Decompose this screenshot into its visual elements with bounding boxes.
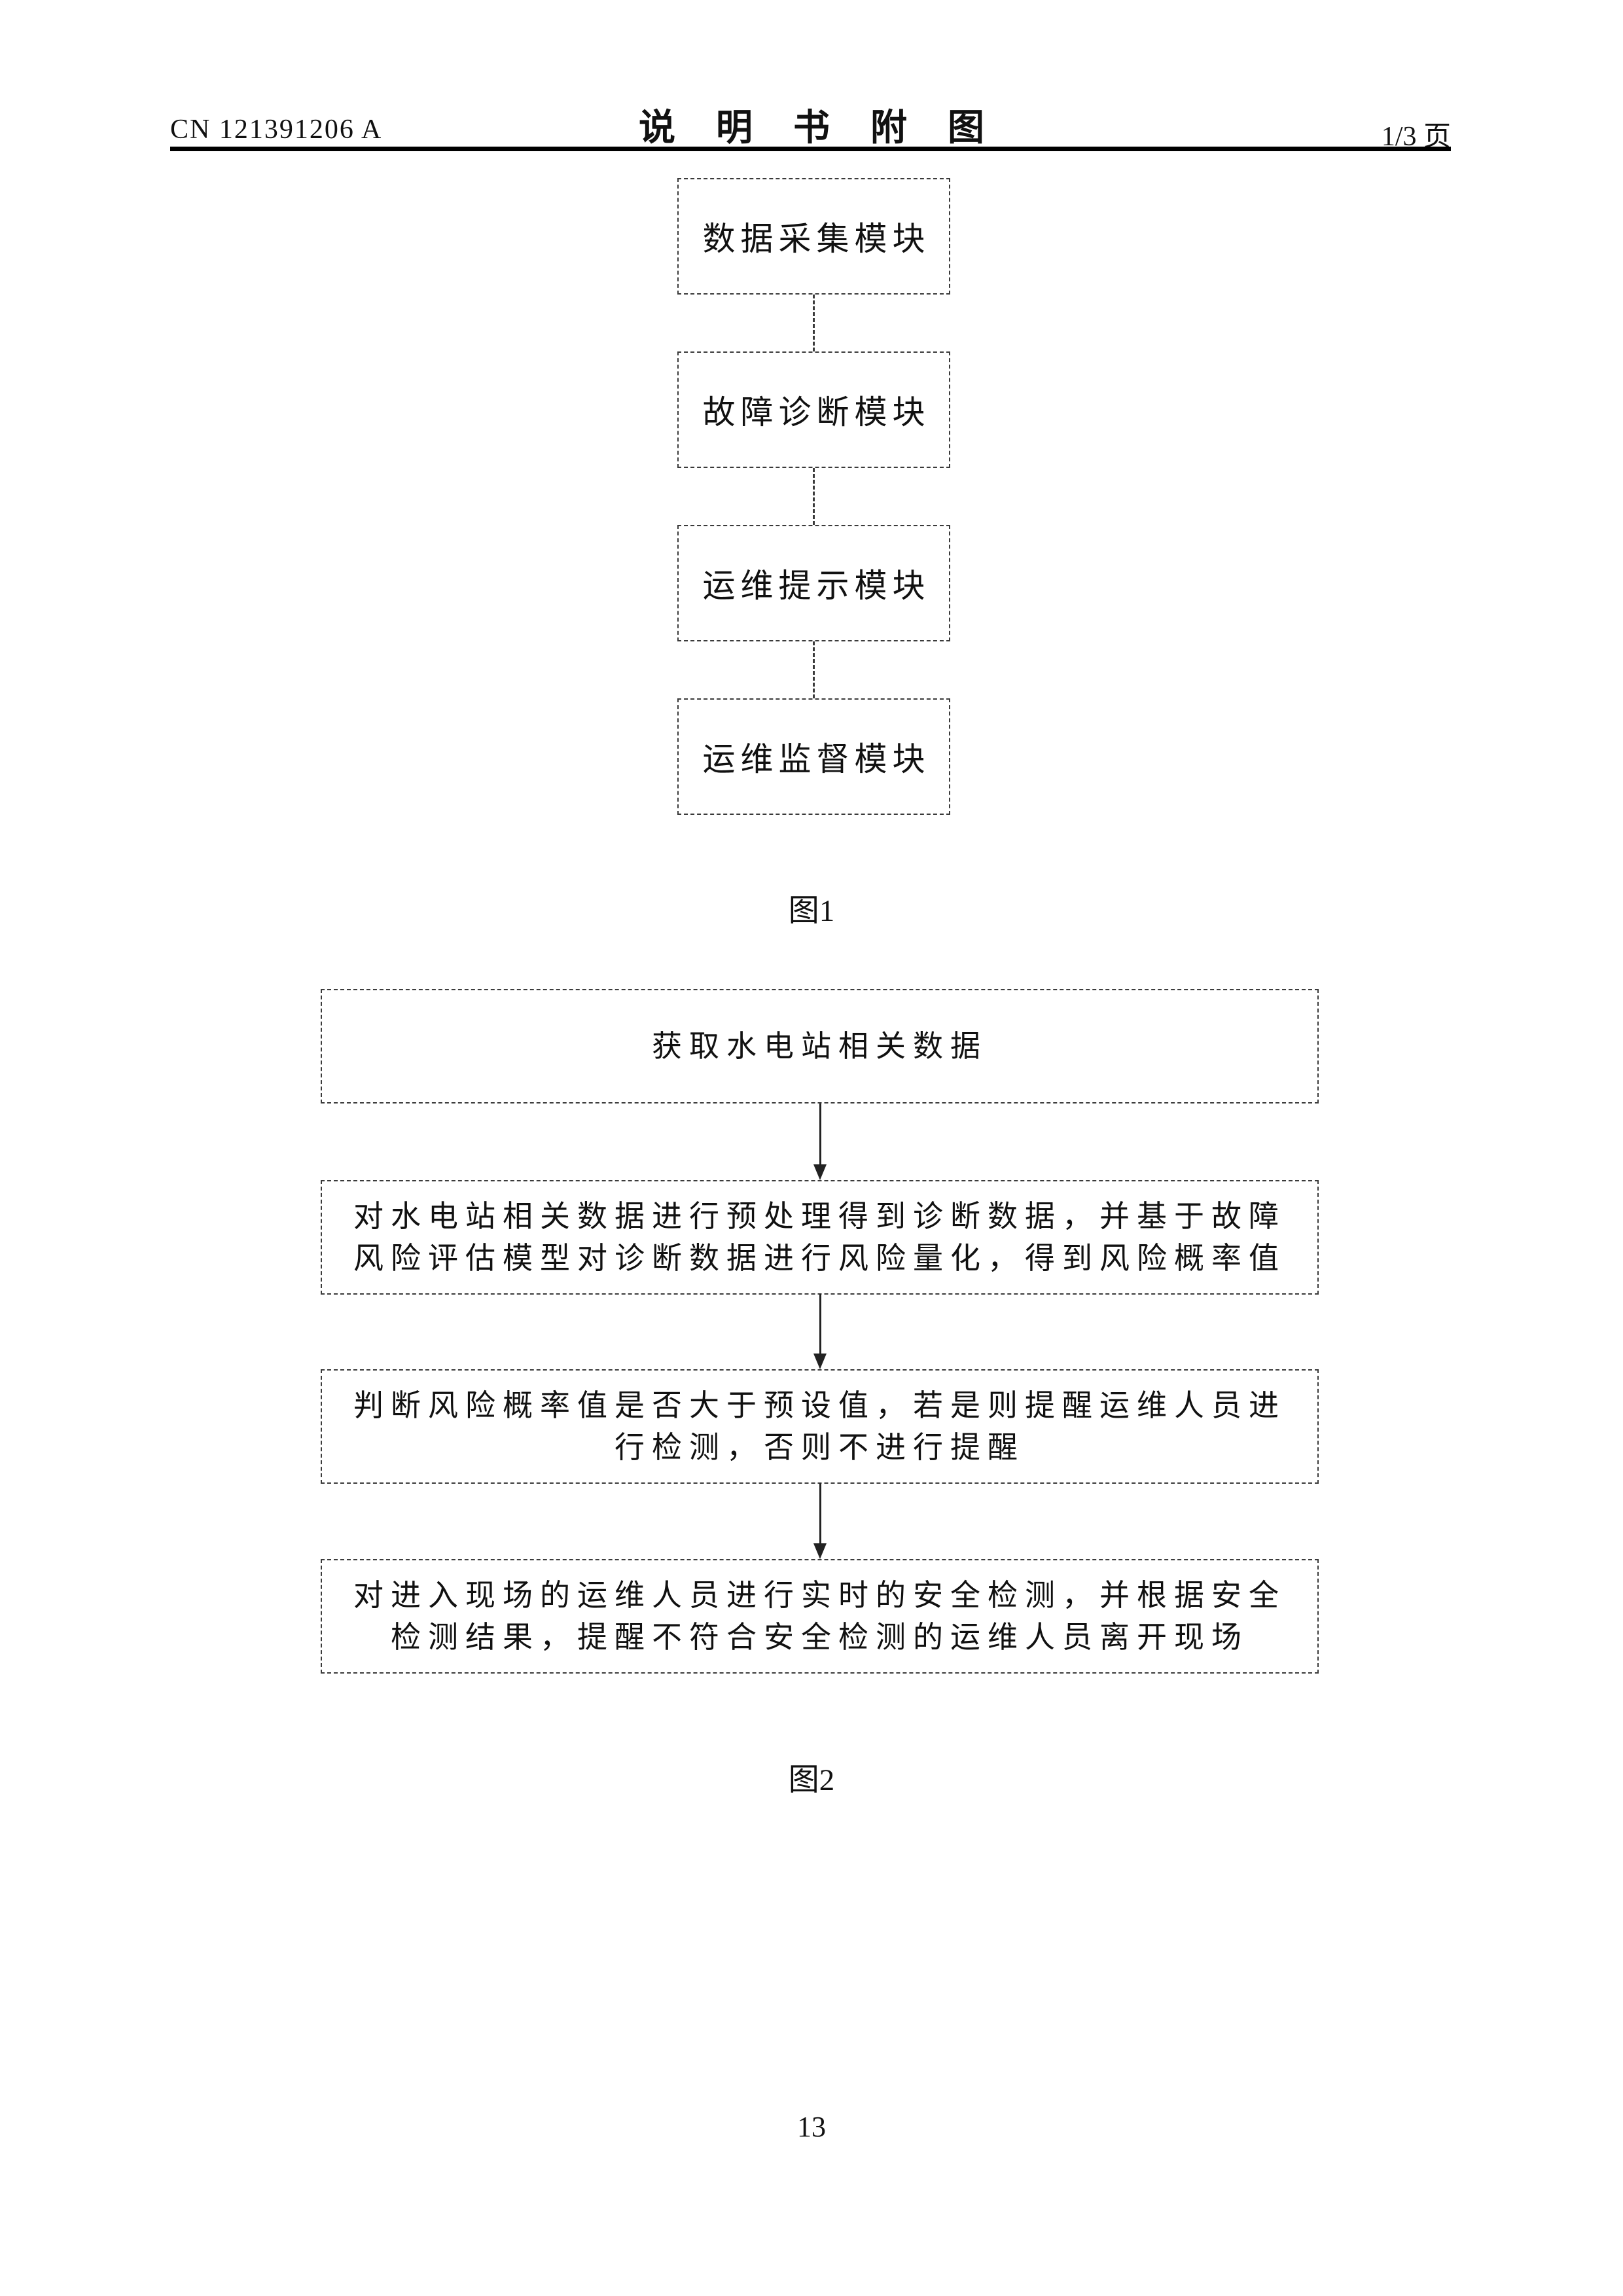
figure2-arrow-3 (813, 1483, 827, 1559)
arrow-shaft (819, 1103, 821, 1164)
step-line: 对进入现场的运维人员进行实时的安全检测，并根据安全 (353, 1578, 1286, 1612)
step-text: 判断风险概率值是否大于预设值，若是则提醒运维人员进 行检测，否则不进行提醒 (322, 1385, 1317, 1469)
step-line: 行检测，否则不进行提醒 (615, 1430, 1025, 1464)
figure2-step-box-1: 获取水电站相关数据 (321, 989, 1319, 1103)
document-number: CN 121391206 A (170, 115, 383, 145)
step-line: 风险评估模型对诊断数据进行风险量化，得到风险概率值 (353, 1241, 1286, 1275)
figure2-step-box-2: 对水电站相关数据进行预处理得到诊断数据，并基于故障 风险评估模型对诊断数据进行风… (321, 1180, 1319, 1295)
step-line: 获取水电站相关数据 (652, 1029, 988, 1063)
figure1-module-box-4: 运维监督模块 (677, 698, 950, 815)
step-text: 对进入现场的运维人员进行实时的安全检测，并根据安全 检测结果，提醒不符合安全检测… (322, 1575, 1317, 1659)
figure2-arrow-1 (813, 1103, 827, 1180)
arrow-shaft (819, 1483, 821, 1543)
module-label: 运维提示模块 (702, 567, 931, 604)
arrow-shaft (819, 1294, 821, 1354)
figure1-connector-1 (813, 295, 815, 351)
module-label: 运维监督模块 (702, 741, 931, 778)
figure1-module-box-3: 运维提示模块 (677, 525, 950, 641)
figure2-step-box-4: 对进入现场的运维人员进行实时的安全检测，并根据安全 检测结果，提醒不符合安全检测… (321, 1559, 1319, 1674)
arrow-head-down-icon (813, 1164, 827, 1180)
figure2-step-box-3: 判断风险概率值是否大于预设值，若是则提醒运维人员进 行检测，否则不进行提醒 (321, 1369, 1319, 1484)
step-line: 检测结果，提醒不符合安全检测的运维人员离开现场 (391, 1620, 1249, 1654)
figure1-connector-2 (813, 468, 815, 525)
header-divider (170, 147, 1451, 151)
footer-page-number: 13 (797, 2111, 826, 2143)
figure2-caption: 图2 (788, 1763, 835, 1797)
arrow-head-down-icon (813, 1543, 827, 1559)
figure1-module-box-1: 数据采集模块 (677, 178, 950, 295)
figure2-arrow-2 (813, 1294, 827, 1369)
figure1-connector-3 (813, 641, 815, 698)
step-line: 对水电站相关数据进行预处理得到诊断数据，并基于故障 (353, 1199, 1286, 1233)
arrow-head-down-icon (813, 1354, 827, 1369)
page-title: 说明书附图 (639, 108, 1025, 149)
module-label: 数据采集模块 (702, 221, 931, 257)
step-line: 判断风险概率值是否大于预设值，若是则提醒运维人员进 (353, 1388, 1286, 1422)
figure1-caption: 图1 (788, 894, 835, 928)
figure1-module-box-2: 故障诊断模块 (677, 351, 950, 468)
step-text: 对水电站相关数据进行预处理得到诊断数据，并基于故障 风险评估模型对诊断数据进行风… (322, 1196, 1317, 1280)
module-label: 故障诊断模块 (702, 394, 931, 431)
step-text: 获取水电站相关数据 (322, 1026, 1317, 1067)
